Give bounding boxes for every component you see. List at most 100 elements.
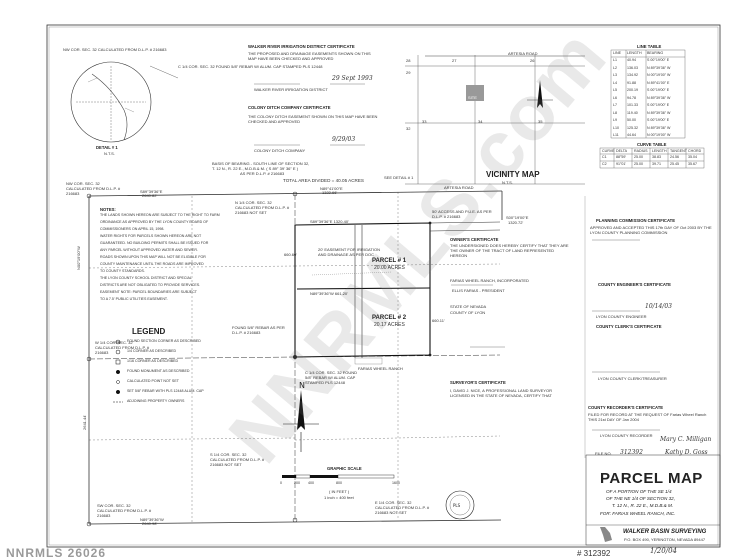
firm-address: P.O. BOX 490, YERINGTON, NEVADA 89447 [624, 537, 706, 542]
note-line: EASEMENT NOTE: PARCEL BOUNDARIES ARE SUB… [100, 290, 197, 294]
mls-mark: NNRMLS 26026 [6, 546, 107, 560]
curve-table-header: CHORD [688, 149, 702, 153]
file-no-value: 312392 [620, 449, 643, 456]
curve-table-cell: 35.04 [688, 155, 697, 159]
curve-table-cell: C1 [602, 155, 607, 159]
legend-item: FOUND SECTION CORNER AS DESCRIBED [127, 339, 201, 343]
vic-sec-26: 26 [530, 58, 535, 63]
line-table-cell: L5 [613, 88, 617, 92]
bearing-top: S89°39'36"E [140, 189, 163, 194]
surveyor-seal-icon: PLS [445, 490, 475, 520]
notes-lines: THE LANDS SHOWN HEREON ARE SUBJECT TO TH… [100, 212, 220, 303]
curve-table-cell: 25.45 [670, 162, 679, 166]
curve-table-header: TANGENT [670, 149, 687, 153]
owner-cert-body: THE UNDERSIGNED DOES HEREBY CERTIFY THAT… [450, 243, 569, 258]
note-line: DISTRICTS ARE NOT OBLIGATED TO PROVIDE S… [100, 283, 201, 287]
line-table-cell: L2 [613, 65, 617, 70]
corner-n14: N 1/4 COR. SEC. 32 CALCULATED FROM D.L.P… [235, 200, 290, 215]
line-table-cell: N 00°19'00" W [647, 133, 671, 137]
line-table-cell: N 89°39'36" W [647, 125, 671, 130]
curve-table-cell: 35.67 [688, 162, 697, 166]
basis-bearing-top: BASIS OF BEARING - SOUTH LINE OF SECTION… [212, 161, 310, 166]
dist-top: 2640.82' [142, 193, 158, 198]
detail-label: DETAIL # 1 [96, 145, 118, 150]
dist-bot: 2640.98' [142, 521, 158, 526]
line-table-cell: 134.92 [627, 73, 638, 77]
notes-heading: NOTES: [100, 207, 116, 212]
corner-nw-label: NW COR. SEC. 32 CALCULATED FROM D.L.P. #… [63, 47, 167, 52]
line-table-cell: S 00°19'00" E [647, 118, 670, 122]
easement-label: 50' ACCESS AND P.U.E. AS PER D.L.P. # 21… [432, 209, 492, 219]
line-table-cell: 119.40 [627, 110, 638, 115]
scale-tick-label: 800 [336, 481, 342, 485]
corner-center: C 1/4 COR. SEC. 32 FOUND 5/8" REBAR W/ A… [305, 370, 358, 385]
line-table-cell: 125.32 [627, 125, 638, 130]
owner-cert-title: OWNER'S CERTIFICATE [450, 237, 499, 242]
scale-tick-label: 1600 [392, 481, 400, 485]
line-table-cell: 101.33 [627, 103, 638, 107]
irrigation-cert-title: WALKER RIVER IRRIGATION DISTRICT CERTIFI… [248, 44, 355, 49]
vic-sec-32: 32 [406, 126, 411, 131]
scale-tick-label: 400 [308, 481, 314, 485]
road-label-artesia: ARTESIA ROAD [444, 185, 474, 190]
note-line: TO A 7.5' PUBLIC UTILITIES EASEMENT. [100, 297, 168, 301]
detail-road-curve [91, 73, 128, 141]
line-table-title: LINE TABLE [637, 44, 662, 49]
note-line: TO COUNTY STANDARDS. [100, 269, 145, 273]
line-table-cell: S 00°19'00" E [647, 58, 670, 62]
line-table-cell: L10 [613, 125, 619, 130]
irrigation-cert-date: 29 Sept 1993 [332, 75, 373, 82]
bottom-handwritten: 1/20/04 [650, 547, 677, 555]
line-table-cell: 50.00 [627, 118, 636, 122]
planning-cert-title: PLANNING COMMISSION CERTIFICATE [596, 218, 676, 223]
line-table-cell: S 00°19'00" E [647, 103, 670, 107]
vic-site-label: SITE [468, 95, 477, 100]
dist-left: 2641.44' [82, 414, 87, 430]
note-line: THE LYON COUNTY SCHOOL DISTRICT AND SPEC… [100, 276, 192, 280]
found-rebar: FOUND 5/8" REBAR AS PER D.L.P. # 216683 [232, 325, 285, 335]
curve-table-title: CURVE TABLE [637, 142, 667, 147]
line-table-cell: 94.78 [627, 95, 636, 100]
bearing-left: N00°19'00"W [76, 246, 81, 270]
scale-tick-label: 0 [280, 481, 282, 485]
curve-table-cell: 38.83 [652, 155, 661, 159]
line-table-cell: 136.03 [627, 65, 638, 70]
engineer-date: 10/14/03 [645, 303, 672, 310]
colony-cert-date: 9/29/03 [332, 136, 356, 143]
line-table-cell: N 89°39'36" W [647, 110, 671, 115]
vicinity-site-block [466, 85, 484, 101]
curve-table-cell: 24.56 [670, 155, 679, 159]
firm-name: WALKER BASIN SURVEYING [623, 529, 707, 535]
parcel-line-mid: N89°39'36"W 661.20' [310, 291, 348, 296]
north-arrow-icon: N [283, 381, 319, 452]
line-table-cell: N 89°39'36" W [647, 95, 671, 100]
bearing-mid: N89°41'00"E [320, 186, 343, 191]
vicinity-map-grid [405, 55, 585, 185]
parcel-1-area: 20.00 ACRES [374, 265, 405, 271]
corner-w14: W 1/4 COR. SEC. 32 CALCULATED FROM D.L.P… [95, 340, 150, 355]
vic-sec-28: 28 [406, 58, 411, 63]
sheet-inner-border [48, 26, 719, 546]
curve-table-cell: C2 [602, 162, 607, 166]
parcel-2-label: PARCEL # 2 [372, 315, 407, 321]
recorder-cert-title: COUNTY RECORDER'S CERTIFICATE [588, 405, 664, 410]
line-table-cell: L1 [613, 58, 617, 62]
scale-ratio: 1 inch = 400 feet [324, 495, 354, 500]
sheet-border [46, 24, 721, 548]
subtitle-line-3: T. 12 N., R. 22 E., M.D.B.& M. [612, 503, 674, 508]
line-table-header: BEARING [647, 51, 664, 55]
sheet-number: # 312392 [577, 549, 611, 558]
recorder-name: Mary C. Milligan [660, 436, 712, 443]
irrigation-cert-body: THE PROPOSED AND DRAINAGE EASEMENTS SHOW… [248, 51, 371, 61]
parcel-line-top: S89°39'36"E 1320.40' [310, 219, 349, 224]
detail-nts: N.T.S. [104, 151, 115, 156]
note-line: GUARANTEED. NO BUILDING PERMITS SHALL BE… [100, 241, 209, 245]
curve-table-grid [599, 147, 705, 169]
notes-block: NOTES: THE LANDS SHOWN HEREON ARE SUBJEC… [100, 207, 220, 303]
curve-table-cell: 25.00 [634, 162, 643, 166]
vic-sec-29: 29 [406, 70, 411, 75]
line-table-cell: L8 [613, 110, 617, 115]
recorder-sign: LYON COUNTY RECORDER [600, 433, 653, 438]
engineer-sign: LYON COUNTY ENGINEER [596, 314, 647, 319]
